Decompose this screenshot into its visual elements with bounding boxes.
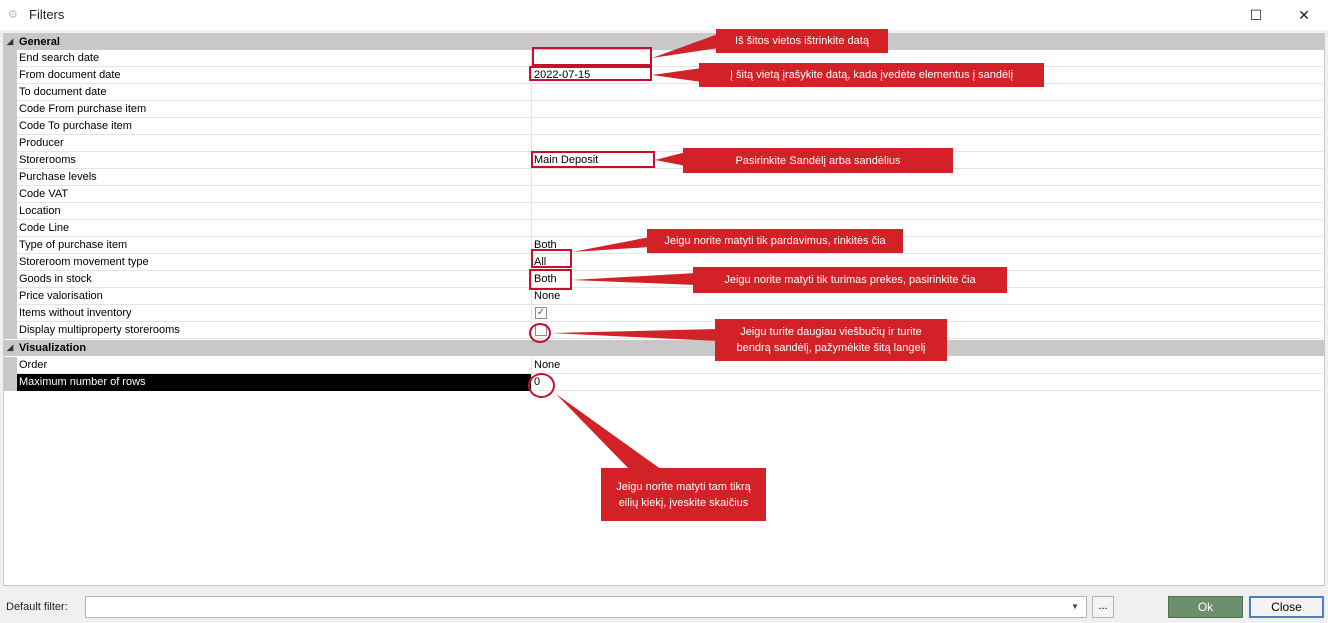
storerooms-value[interactable]: Main Deposit bbox=[534, 154, 599, 166]
row-order[interactable]: Order None bbox=[4, 357, 1325, 374]
collapse-icon[interactable]: ◢ bbox=[7, 343, 14, 352]
row-goods-in-stock[interactable]: Goods in stock Both bbox=[4, 271, 1325, 288]
property-name: Code To purchase item bbox=[19, 120, 132, 132]
row-items-without-inventory[interactable]: Items without inventory ✓ bbox=[4, 305, 1325, 322]
callout-goods-in-stock: Jeigu norite matyti tik turimas prekes, … bbox=[693, 267, 1007, 293]
highlight-storerooms bbox=[531, 151, 655, 168]
row-location[interactable]: Location bbox=[4, 203, 1325, 220]
row-code-from-purchase-item[interactable]: Code From purchase item bbox=[4, 101, 1325, 118]
default-filter-label: Default filter: bbox=[6, 601, 68, 613]
callout-multiproperty: Jeigu turite daugiau viešbučių ir turite… bbox=[715, 319, 947, 361]
row-storeroom-movement-type[interactable]: Storeroom movement type All bbox=[4, 254, 1325, 271]
app-icon: ⚙ bbox=[8, 9, 18, 21]
callout-movement-type: Jeigu norite matyti tik pardavimus, rink… bbox=[647, 229, 903, 253]
highlight-from-date bbox=[529, 66, 652, 81]
property-name: Storeroom movement type bbox=[19, 256, 149, 268]
row-maximum-number-of-rows[interactable]: Maximum number of rows 0 bbox=[4, 374, 1325, 391]
category-label: Visualization bbox=[19, 342, 87, 354]
property-name: Price valorisation bbox=[19, 290, 103, 302]
collapse-icon[interactable]: ◢ bbox=[7, 37, 14, 46]
property-name: Code From purchase item bbox=[19, 103, 147, 115]
row-from-document-date[interactable]: From document date 2022-07-15 bbox=[4, 67, 1325, 84]
bottom-bar: Default filter: ▼ ... Ok Close bbox=[0, 588, 1328, 623]
property-name: Items without inventory bbox=[19, 307, 132, 319]
callout-max-rows: Jeigu norite matyti tam tikrą eilių kiek… bbox=[601, 468, 766, 521]
highlight-multiproperty bbox=[529, 323, 551, 343]
title-bar: ⚙ Filters ☐ ✕ bbox=[0, 0, 1328, 30]
callout-storerooms: Pasirinkite Sandėlį arba sandėlius bbox=[683, 148, 953, 173]
ok-button[interactable]: Ok bbox=[1168, 596, 1243, 618]
property-name: End search date bbox=[19, 52, 100, 64]
row-producer[interactable]: Producer bbox=[4, 135, 1325, 152]
property-name: Maximum number of rows bbox=[19, 376, 146, 388]
row-code-to-purchase-item[interactable]: Code To purchase item bbox=[4, 118, 1325, 135]
row-to-document-date[interactable]: To document date bbox=[4, 84, 1325, 101]
highlight-end-date bbox=[532, 47, 652, 66]
close-button[interactable]: Close bbox=[1249, 596, 1324, 618]
highlight-goods-in-stock bbox=[529, 269, 572, 290]
category-general[interactable]: ◢ General bbox=[4, 34, 1325, 50]
row-purchase-levels[interactable]: Purchase levels bbox=[4, 169, 1325, 186]
row-end-search-date[interactable]: End search date bbox=[4, 50, 1325, 67]
chevron-down-icon[interactable]: ▼ bbox=[1071, 602, 1079, 611]
row-type-of-purchase-item[interactable]: Type of purchase item Both bbox=[4, 237, 1325, 254]
maximize-icon[interactable]: ☐ bbox=[1249, 7, 1263, 23]
category-visualization[interactable]: ◢ Visualization bbox=[4, 340, 1325, 356]
property-name: To document date bbox=[19, 86, 107, 98]
from-document-date-value[interactable]: 2022-07-15 bbox=[534, 69, 591, 81]
window-title: Filters bbox=[29, 7, 65, 22]
row-storerooms[interactable]: Storerooms Main Deposit bbox=[4, 152, 1325, 169]
highlight-movement-type bbox=[531, 249, 572, 268]
category-label: General bbox=[19, 36, 60, 48]
property-name: Code Line bbox=[19, 222, 70, 234]
callout-end-date: Iš šitos vietos ištrinkite datą bbox=[716, 29, 888, 53]
property-name: Producer bbox=[19, 137, 64, 149]
row-code-vat[interactable]: Code VAT bbox=[4, 186, 1325, 203]
property-name: Code VAT bbox=[19, 188, 69, 200]
property-name: Type of purchase item bbox=[19, 239, 128, 251]
highlight-max-rows bbox=[528, 373, 555, 398]
default-filter-input[interactable] bbox=[85, 596, 1087, 618]
property-name: Location bbox=[19, 205, 61, 217]
browse-button[interactable]: ... bbox=[1092, 596, 1114, 618]
row-display-multiproperty-storerooms[interactable]: Display multiproperty storerooms bbox=[4, 322, 1325, 339]
property-name: Order bbox=[19, 359, 48, 371]
price-valorisation-value[interactable]: None bbox=[534, 290, 561, 302]
property-name: From document date bbox=[19, 69, 121, 81]
property-name: Storerooms bbox=[19, 154, 76, 166]
row-price-valorisation[interactable]: Price valorisation None bbox=[4, 288, 1325, 305]
close-window-icon[interactable]: ✕ bbox=[1298, 7, 1310, 23]
goods-in-stock-value[interactable]: Both bbox=[534, 273, 557, 285]
property-name: Display multiproperty storerooms bbox=[19, 324, 180, 336]
items-without-inventory-checkbox[interactable]: ✓ bbox=[535, 307, 547, 319]
property-name: Goods in stock bbox=[19, 273, 92, 285]
callout-from-date: Į šitą vietą įrašykite datą, kada įvedėt… bbox=[699, 63, 1044, 87]
property-name: Purchase levels bbox=[19, 171, 97, 183]
type-of-purchase-item-value[interactable]: Both bbox=[534, 239, 557, 251]
order-value[interactable]: None bbox=[534, 359, 561, 371]
movement-type-value[interactable]: All bbox=[534, 256, 547, 268]
